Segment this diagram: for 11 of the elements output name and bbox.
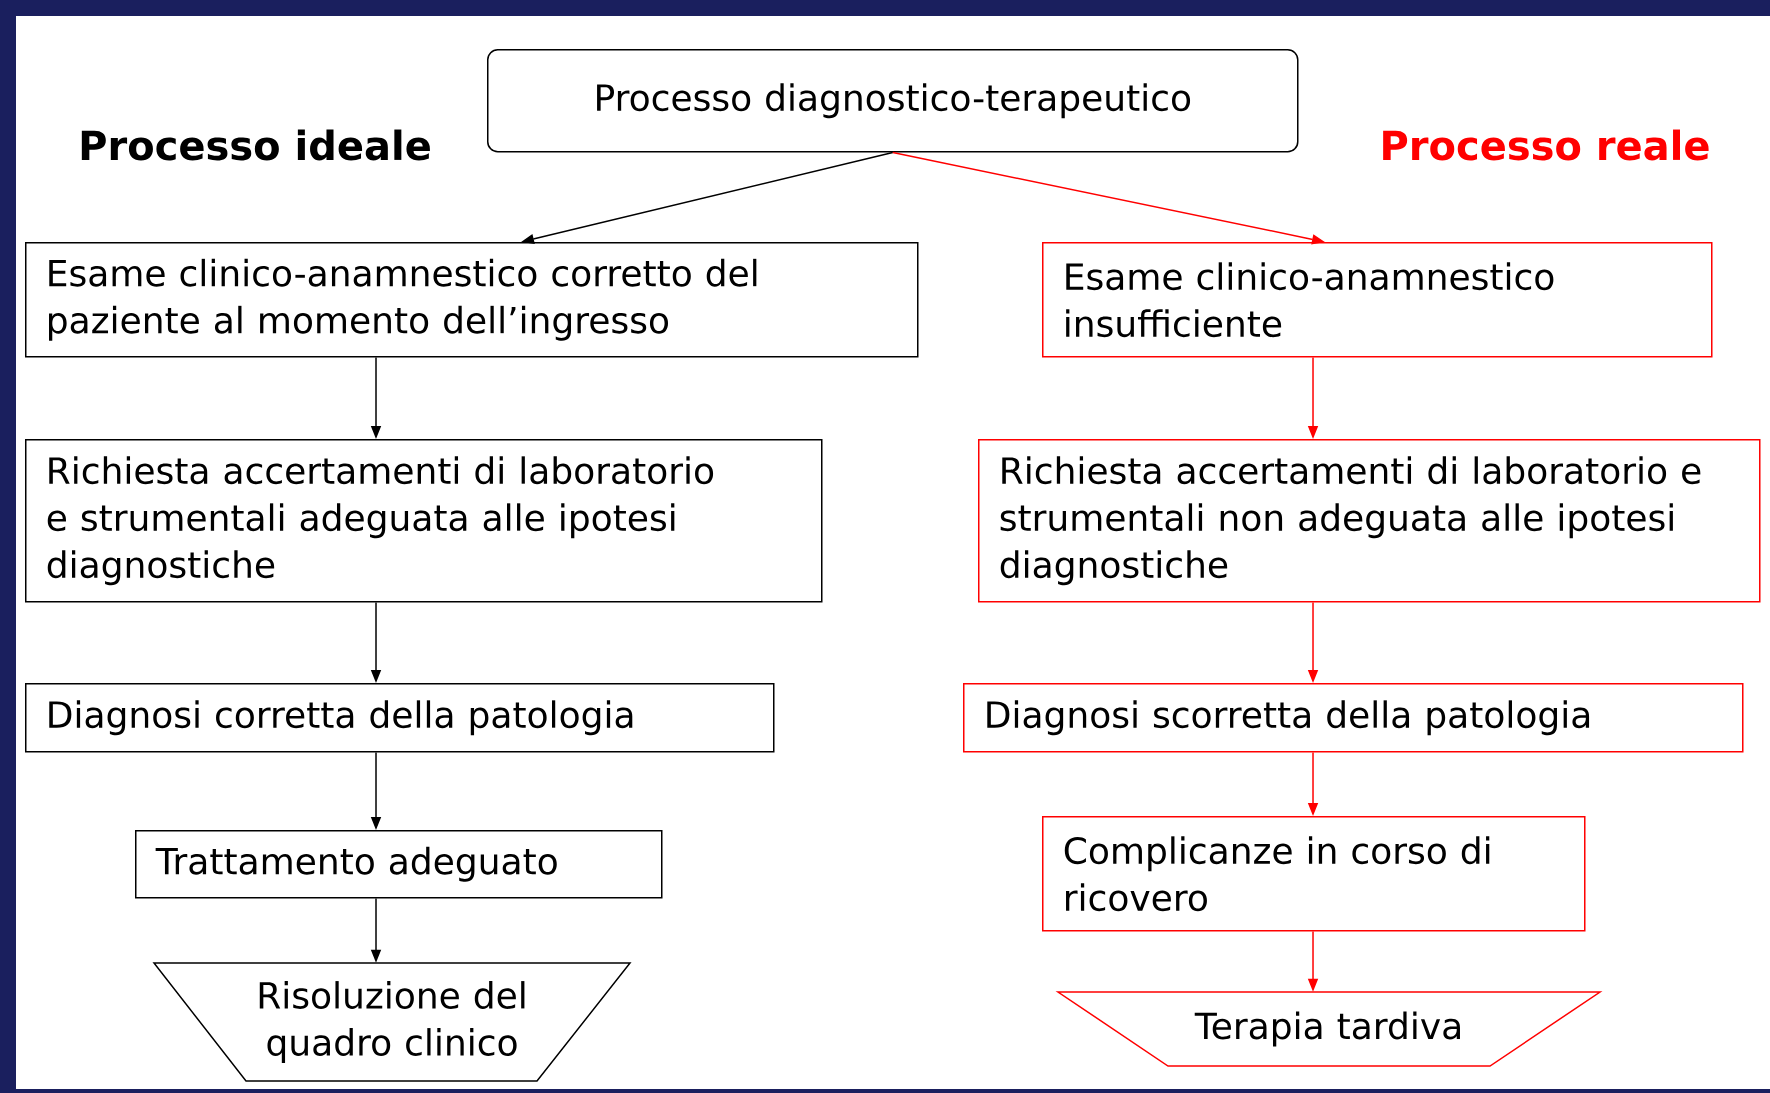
process-box: Esame clinico-anamnestico insufficiente (1042, 242, 1713, 358)
process-box: Processo diagnostico-terapeutico (487, 49, 1299, 153)
process-box: Esame clinico-anamnestico corretto del paziente al momento dell’ingresso (25, 242, 919, 358)
process-box: Richiesta accertamenti di laboratorio e strumentali adeguata alle ipotesi diagnostiche (25, 439, 823, 603)
column-heading: Processo ideale (81, 129, 430, 161)
process-box: Trattamento adeguato (135, 830, 663, 899)
process-box: Complicanze in corso di ricovero (1042, 816, 1586, 932)
process-box: Diagnosi corretta della patologia (25, 683, 775, 753)
column-heading: Processo reale (1383, 129, 1709, 161)
process-box: Diagnosi scorretta della patologia (963, 683, 1744, 753)
process-box: Richiesta accertamenti di laboratorio e strumentali non adeguata alle ipotesi diagnostiche (978, 439, 1761, 603)
